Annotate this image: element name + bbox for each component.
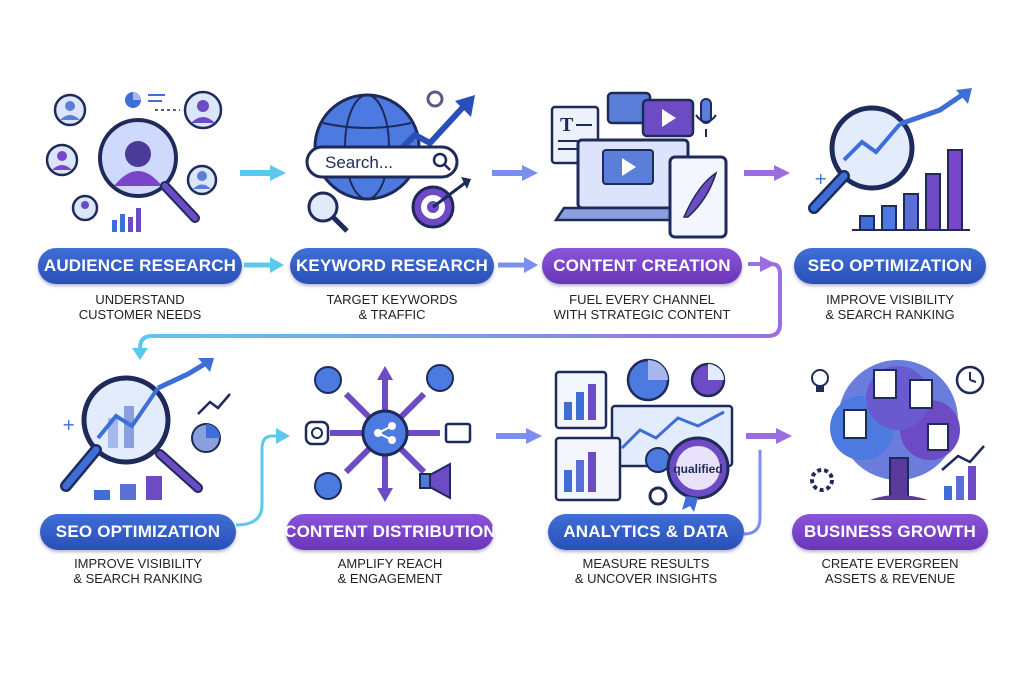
- arrow-icon: [498, 257, 538, 273]
- content-distribution-icon: [304, 364, 472, 502]
- arrow-icon: [240, 165, 286, 181]
- step-description: TARGET KEYWORDS& TRAFFIC: [326, 292, 458, 322]
- step-description: MEASURE RESULTS& UNCOVER INSIGHTS: [574, 556, 718, 586]
- step-seo-optimization-pill: SEO OPTIMIZATION: [40, 514, 236, 550]
- step-description: IMPROVE VISIBILITY& SEARCH RANKING: [73, 556, 203, 586]
- connector-arrow-icon: [235, 428, 290, 527]
- step-content-distribution-pill: CONTENT DISTRIBUTION: [284, 514, 496, 550]
- step-label: BUSINESS GROWTH: [803, 522, 977, 541]
- step-label: KEYWORD RESEARCH: [295, 256, 489, 275]
- arrow-icon: [746, 428, 792, 444]
- step-content-creation-pill: CONTENT CREATION: [542, 248, 742, 284]
- step-label: AUDIENCE RESEARCH: [43, 256, 237, 275]
- step-label: SEO OPTIMIZATION: [55, 522, 221, 541]
- seo-optimization-icon: +: [60, 358, 231, 500]
- step-keyword-research-pill: KEYWORD RESEARCH: [290, 248, 494, 284]
- step-description: AMPLIFY REACH& ENGAGEMENT: [337, 556, 443, 586]
- connector-arrow-icon: [132, 256, 782, 360]
- step-description: IMPROVE VISIBILITY& SEARCH RANKING: [825, 292, 955, 322]
- arrow-icon: [744, 165, 790, 181]
- seo-optimization-icon: +: [808, 88, 972, 231]
- svg-text:+: +: [62, 415, 75, 434]
- step-audience-research-pill: AUDIENCE RESEARCH: [38, 248, 242, 284]
- qualified-badge-text: qualified: [673, 462, 722, 476]
- step-business-growth-pill: BUSINESS GROWTH: [792, 514, 988, 550]
- step-label: CONTENT CREATION: [553, 256, 731, 275]
- analytics-data-icon: qualified: [554, 358, 734, 512]
- doc-letter: T: [560, 114, 574, 136]
- step-seo-optimization-pill: SEO OPTIMIZATION: [794, 248, 986, 284]
- business-growth-icon: [810, 360, 985, 500]
- arrow-icon: [492, 165, 538, 181]
- arrow-icon: [496, 428, 542, 444]
- connector-arrow-icon: [743, 450, 762, 536]
- content-creation-icon: T: [550, 91, 728, 239]
- keyword-research-icon: Search...: [305, 90, 475, 233]
- step-label: ANALYTICS & DATA: [563, 522, 729, 541]
- arrow-icon: [244, 257, 284, 273]
- step-label: CONTENT DISTRIBUTION: [284, 522, 496, 541]
- search-bar-text: Search...: [325, 153, 393, 172]
- step-label: SEO OPTIMIZATION: [807, 256, 973, 275]
- svg-text:+: +: [814, 169, 827, 188]
- audience-research-icon: [45, 90, 223, 232]
- step-analytics-data-pill: ANALYTICS & DATA: [548, 514, 744, 550]
